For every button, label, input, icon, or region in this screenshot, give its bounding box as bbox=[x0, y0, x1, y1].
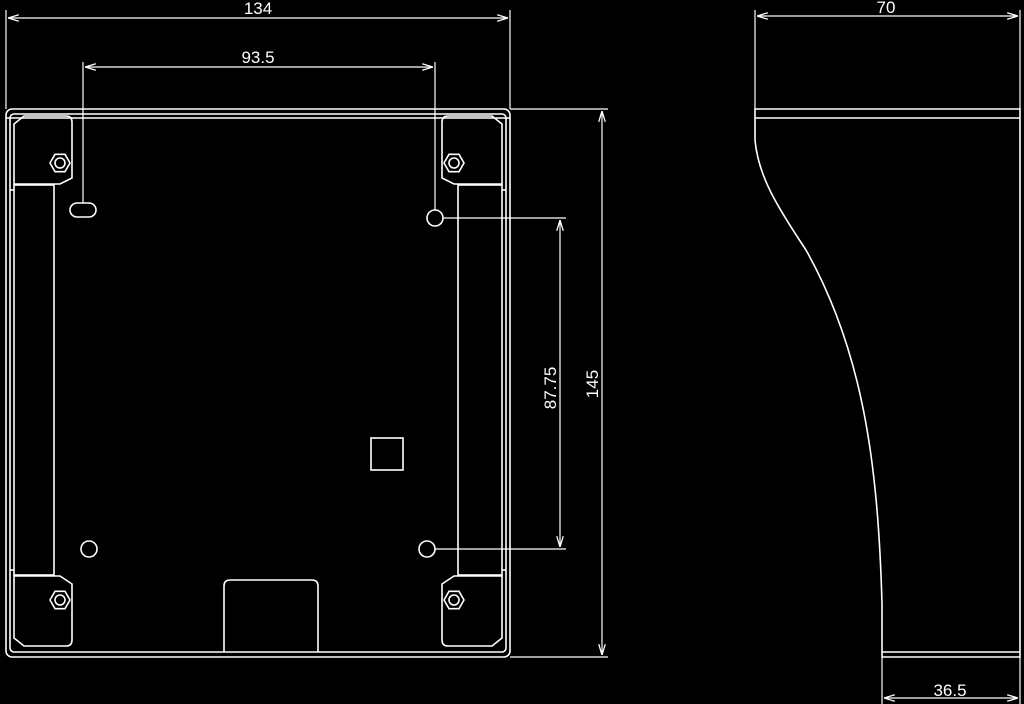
side-profile-outline bbox=[754, 108, 1021, 658]
dimension-side-top-depth-label: 70 bbox=[877, 0, 896, 17]
dimension-hole-spacing-vertical-label: 87.75 bbox=[541, 367, 560, 410]
slot-hole-top-left bbox=[69, 202, 97, 218]
dimension-front-height-label: 145 bbox=[583, 370, 602, 398]
square-cutout bbox=[370, 437, 404, 471]
corner-bracket-bottom-left bbox=[13, 575, 73, 647]
dimension-side-bottom-depth: 36.5 bbox=[881, 657, 1021, 704]
dimension-front-height: 145 bbox=[510, 108, 608, 658]
corner-bracket-bottom-right bbox=[441, 575, 503, 647]
hex-nut-top-right bbox=[443, 153, 465, 173]
dimension-hole-spacing-vertical: 87.75 bbox=[435, 217, 566, 550]
corner-bracket-top-right bbox=[441, 115, 503, 185]
bottom-port-cutout bbox=[223, 579, 319, 652]
dimension-side-top-depth: 70 bbox=[754, 0, 1021, 109]
dimension-hole-spacing-horizontal-label: 93.5 bbox=[241, 48, 274, 67]
dimension-front-width-label: 134 bbox=[244, 0, 272, 18]
front-view bbox=[5, 108, 511, 658]
front-inner-outline bbox=[9, 113, 507, 653]
dimension-front-width: 134 bbox=[5, 0, 511, 109]
mounting-hole-bottom-left bbox=[80, 540, 98, 558]
right-side-rail bbox=[457, 184, 506, 576]
left-side-rail bbox=[10, 184, 55, 576]
dimension-hole-spacing-horizontal: 93.5 bbox=[82, 48, 436, 210]
mounting-hole-bottom-right bbox=[418, 540, 436, 558]
mounting-hole-top-right bbox=[426, 209, 444, 227]
front-outer-outline bbox=[5, 108, 511, 658]
hex-nut-bottom-right bbox=[443, 590, 465, 610]
hex-nut-bottom-left bbox=[49, 590, 71, 610]
dimension-side-bottom-depth-label: 36.5 bbox=[933, 681, 966, 700]
side-view bbox=[754, 108, 1021, 658]
corner-bracket-top-left bbox=[13, 115, 73, 185]
hex-nut-top-left bbox=[49, 153, 71, 173]
